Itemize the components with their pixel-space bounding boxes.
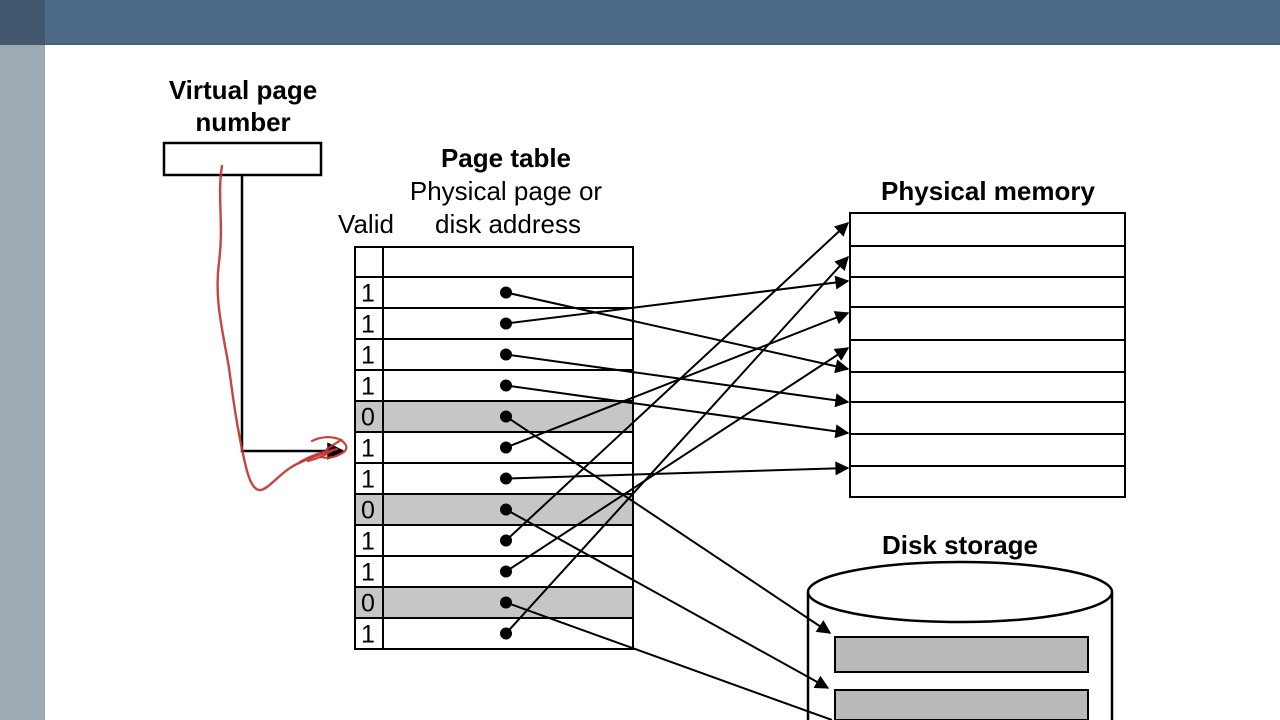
red-annotation-arrowhead [319,438,348,459]
valid-column-header: Valid [338,209,394,239]
virtual-page-number-box [162,141,323,177]
diagram-shapes: 1 1 1 1 0 1 1 0 1 1 0 1 [162,141,1126,720]
page-table-shaded-row [356,495,632,524]
valid-bit: 1 [361,528,375,556]
physical-memory-box [849,212,1126,498]
valid-bit: 1 [361,342,375,370]
valid-bit: 1 [361,373,375,401]
left-side-strip [0,45,45,720]
page-table-subtitle-line2: disk address [435,209,581,239]
top-bar-edge [45,43,1280,45]
valid-bit: 1 [361,466,375,494]
arrow-to-physical-memory [505,353,850,408]
virtual-page-number-label-line1: Virtual page [169,75,317,105]
arrow-to-physical-memory [505,222,850,542]
valid-bit: 1 [361,311,375,339]
valid-bit: 1 [361,559,375,587]
red-annotation-arrow [216,164,348,492]
disk-page [834,689,1089,720]
top-bar-corner-block [0,0,45,45]
disk-page [834,636,1089,673]
arrow-to-disk [505,601,833,720]
valid-bit: 0 [361,497,375,525]
page-table-shaded-row [356,588,632,617]
page-table-subtitle-line1: Physical page or [410,176,603,206]
arrow-to-disk [505,415,832,634]
arrow-to-disk [505,508,830,689]
arrow-to-physical-memory [505,347,850,573]
arrow-to-physical-memory [505,255,849,635]
valid-bit: 0 [361,404,375,432]
valid-bit: 1 [361,280,375,308]
physical-memory-title: Physical memory [881,176,1095,206]
red-annotation-arrowhead [298,448,334,464]
page-table-shaded-row [356,402,632,431]
arrow-to-physical-memory [505,461,850,480]
arrow-to-physical-memory [505,275,850,325]
top-bar [45,0,1280,45]
arrow-to-physical-memory [505,291,850,374]
valid-bit: 1 [361,621,375,649]
mapping-arrows [240,175,850,720]
page-table-title: Page table [441,143,571,173]
arrow-to-physical-memory [505,384,850,439]
valid-bit: 1 [361,435,375,463]
disk-storage-title: Disk storage [882,530,1038,560]
arrow-to-physical-memory [505,311,850,449]
red-annotation-tail [216,164,339,492]
page-table-outline [354,246,634,650]
virtual-page-number-label-line2: number [195,107,290,137]
disk-top-ellipse [806,560,1114,624]
valid-bit: 0 [361,590,375,618]
